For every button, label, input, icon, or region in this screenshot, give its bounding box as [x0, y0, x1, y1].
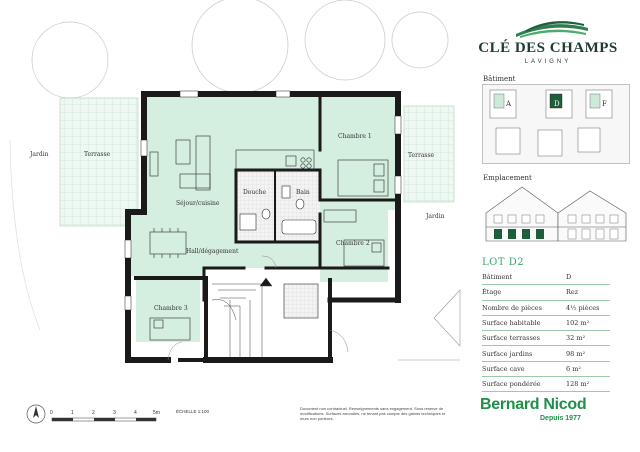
label-chambre1: Chambre 1 [338, 133, 372, 140]
scale-tick-3: 3 [113, 410, 116, 416]
door-swings [167, 255, 349, 361]
lot-title: LOT D2 [482, 257, 525, 268]
label-jardin-left: Jardin [29, 151, 49, 158]
disclaimer: Document non contractuel. Renseignements… [300, 406, 446, 421]
row-value: 32 m² [566, 330, 610, 347]
brand-title: CLÉ DES CHAMPS [478, 40, 618, 56]
sidebar: CLÉ DES CHAMPS LAVIGNY Bâtiment A D F Em… [468, 0, 640, 452]
row-value: 102 m² [566, 315, 610, 332]
walls [125, 91, 401, 363]
row-label: Surface terrasses [482, 330, 566, 347]
window-marks [124, 90, 402, 311]
label-hall: Hall/dégagement [186, 248, 239, 255]
row-label: Surface pondérée [482, 376, 566, 393]
row-label: Nombre de pièces [482, 300, 566, 316]
row-value: 98 m² [566, 345, 610, 362]
row-value: 4½ pièces [566, 300, 610, 316]
row-label: Surface cave [482, 361, 566, 378]
scale-tick-2: 2 [92, 410, 95, 416]
row-value: 128 m² [566, 376, 610, 393]
building-elevation [485, 186, 627, 242]
bernard-nicod-logo: Bernard Nicod [480, 396, 587, 413]
emplacement-label: Emplacement [483, 174, 532, 182]
building-letter-a: A [505, 100, 512, 108]
label-sejour: Séjour/cuisine [176, 200, 220, 207]
terrain-lines [398, 289, 461, 361]
brand-logo-icon [516, 21, 588, 38]
row-label: Bâtiment [482, 270, 566, 286]
row-label: Surface habitable [482, 315, 566, 332]
label-douche: Douche [243, 189, 267, 196]
building-letter-f: F [602, 100, 607, 108]
scale-label: ÉCHELLE 1:100 [176, 409, 210, 414]
row-value: Rez [566, 284, 610, 301]
storage-cellar [283, 283, 319, 319]
brand-subtitle: LAVIGNY [524, 59, 572, 65]
terrace-left [59, 97, 139, 227]
kitchen [235, 149, 315, 171]
terrace-right [403, 105, 455, 203]
floor-plan: Jardin Terrasse Séjour/cuisine Douche Ba… [9, 0, 461, 424]
label-jardin-right: Jardin [425, 213, 445, 220]
row-label: Étage [482, 284, 566, 301]
bathroom-fixtures [239, 185, 317, 235]
scale-tick-1: 1 [71, 410, 74, 416]
site-plan-map: A D F [482, 84, 630, 164]
row-value: D [566, 270, 610, 286]
living-furniture [149, 135, 211, 258]
scale-tick-5: 5m [153, 410, 160, 416]
compass-icon [26, 404, 46, 424]
batiment-label: Bâtiment [483, 75, 516, 83]
beds [149, 159, 389, 341]
bernard-nicod-tagline: Depuis 1977 [540, 415, 581, 422]
label-terrasse-right: Terrasse [408, 152, 435, 159]
label-bain: Bain [296, 189, 310, 196]
building-letter-d: D [554, 100, 560, 108]
scale-tick-0: 0 [50, 410, 53, 416]
label-terrasse-left: Terrasse [84, 151, 111, 158]
staircase [211, 277, 273, 358]
label-chambre2: Chambre 2 [336, 240, 370, 247]
row-value: 6 m² [566, 361, 610, 378]
row-label: Surface jardins [482, 345, 566, 362]
scale-tick-4: 4 [134, 410, 137, 416]
scale-bar [51, 417, 157, 422]
label-chambre3: Chambre 3 [154, 305, 188, 312]
